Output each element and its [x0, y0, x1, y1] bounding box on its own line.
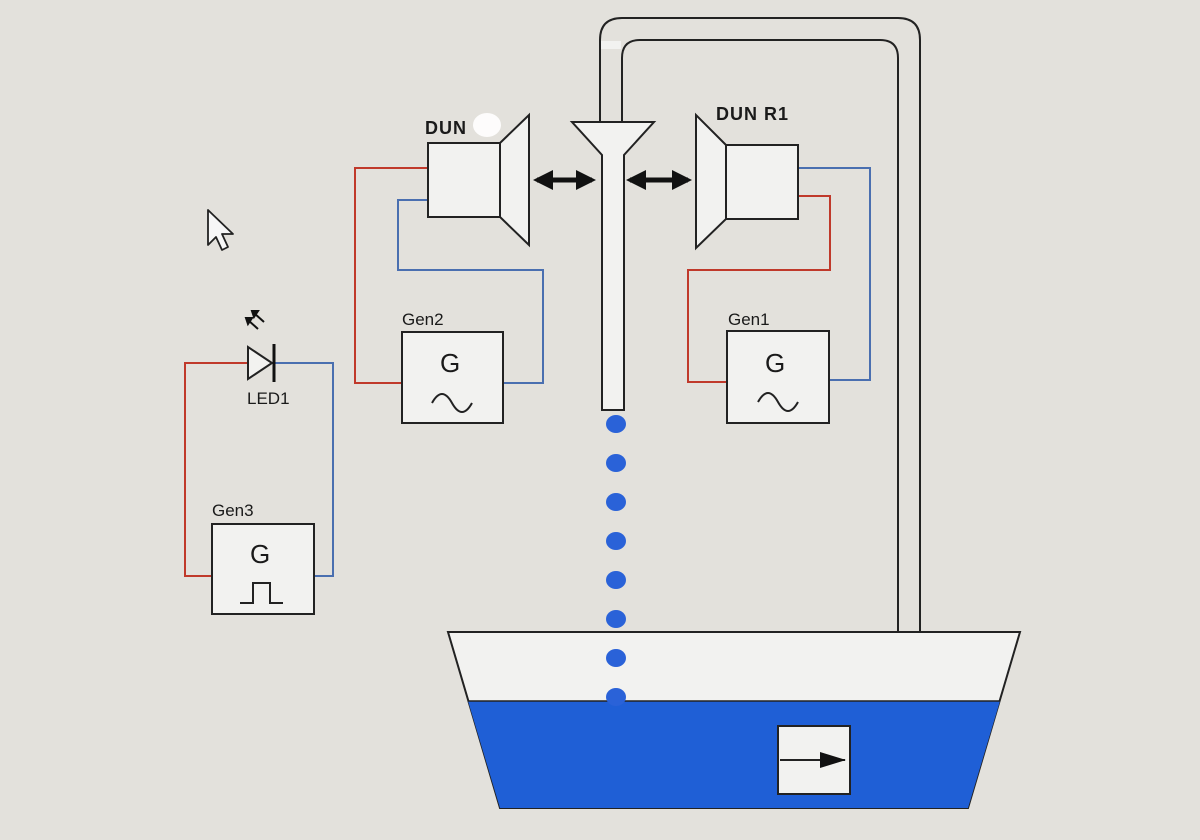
water-tank [446, 631, 1022, 809]
speaker-left-label: DUN [425, 118, 467, 138]
led-diode-icon [247, 345, 274, 381]
generator-gen1[interactable]: Gen1 G [726, 310, 830, 424]
gen1-label: Gen1 [728, 310, 770, 329]
water-drop [606, 688, 626, 706]
water-fill [468, 701, 1000, 808]
pump[interactable] [777, 725, 851, 795]
pump-arrow-icon [820, 752, 846, 768]
speaker-right[interactable]: DUN R1 [695, 104, 799, 251]
led-light-rays [244, 310, 265, 330]
sine-wave-icon [757, 392, 799, 412]
water-drops [606, 415, 626, 706]
water-drop [606, 493, 626, 511]
water-drop [606, 649, 626, 667]
water-drop [606, 415, 626, 433]
gen1-symbol: G [765, 348, 785, 378]
gen2-label: Gen2 [402, 310, 444, 329]
gen3-label: Gen3 [212, 501, 254, 520]
gen2-symbol: G [440, 348, 460, 378]
square-wave-icon [240, 582, 283, 604]
generator-gen2[interactable]: Gen2 G [401, 310, 504, 424]
wires [184, 167, 871, 577]
led1-label: LED1 [247, 389, 290, 408]
water-drop [606, 454, 626, 472]
speaker-left[interactable]: DUN [425, 112, 530, 248]
led1[interactable]: LED1 [244, 310, 290, 408]
mouse-pointer-icon [207, 209, 234, 251]
water-drop [606, 532, 626, 550]
water-drop [606, 610, 626, 628]
funnel [569, 121, 657, 411]
generator-gen3[interactable]: Gen3 G [211, 501, 315, 615]
water-drop [606, 571, 626, 589]
sine-wave-icon [431, 393, 473, 413]
gen3-symbol: G [250, 539, 270, 569]
screen-glare [473, 113, 501, 137]
speaker-right-label: DUN R1 [716, 104, 789, 124]
